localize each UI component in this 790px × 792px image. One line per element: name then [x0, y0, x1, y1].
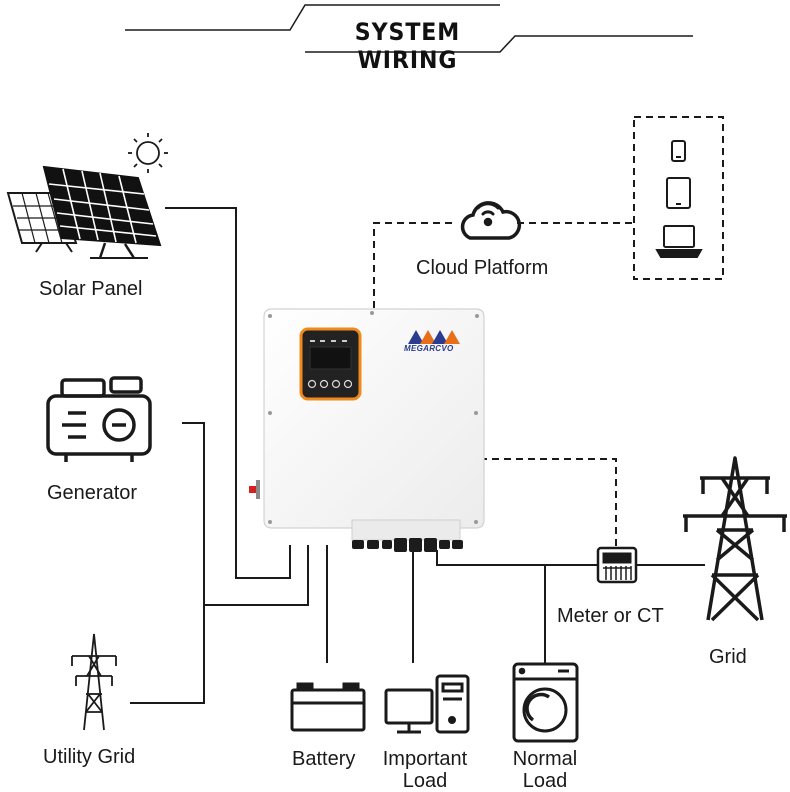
title-decoration: [125, 4, 693, 53]
comm-lines: [373, 116, 724, 548]
normal-load-label: Normal Load: [498, 748, 592, 792]
solar-panel-icon: [6, 165, 162, 259]
page-title: SYSTEM WIRING: [354, 18, 461, 74]
brand-logo: [408, 330, 460, 344]
phone-icon: [671, 140, 686, 162]
battery-label: Battery: [292, 748, 356, 770]
transmission-tower-icon: [683, 456, 787, 622]
normal-load-line-2: Load: [522, 770, 568, 792]
cloud-inverter-link: [373, 222, 455, 308]
solar-wire: [165, 207, 291, 579]
meter-label: Meter or CT: [557, 605, 664, 627]
tablet-icon: [666, 177, 691, 209]
inverter-meter-link: [468, 458, 617, 548]
transmission-tower-icon: [71, 633, 117, 731]
laptop-icon: [655, 225, 703, 258]
sun-icon: [128, 133, 168, 173]
brand-name: MEGARCVO: [404, 344, 454, 353]
inverter: [249, 308, 485, 552]
grid-label: Grid: [709, 646, 747, 668]
solar-panel-label: Solar Panel: [39, 278, 143, 300]
wires: [130, 207, 705, 704]
utility-grid-wire: [130, 605, 205, 704]
devices-box: [633, 116, 724, 280]
important-load-line-1: Important: [382, 748, 468, 770]
battery-icon: [290, 682, 366, 732]
grid-wire: [436, 550, 597, 566]
generator-label: Generator: [47, 482, 138, 504]
generator-icon: [46, 376, 152, 462]
important-load-line-2: Load: [402, 770, 448, 792]
meter-icon: [596, 546, 638, 584]
utility-grid-label: Utility Grid: [43, 746, 136, 768]
computer-icon: [384, 674, 470, 734]
washing-machine-icon: [512, 662, 579, 743]
normal-load-line-1: Normal: [512, 748, 578, 770]
cloud-wifi-icon: [460, 201, 522, 240]
important-load-label: Important Load: [370, 748, 480, 792]
cloud-platform-label: Cloud Platform: [416, 257, 549, 279]
